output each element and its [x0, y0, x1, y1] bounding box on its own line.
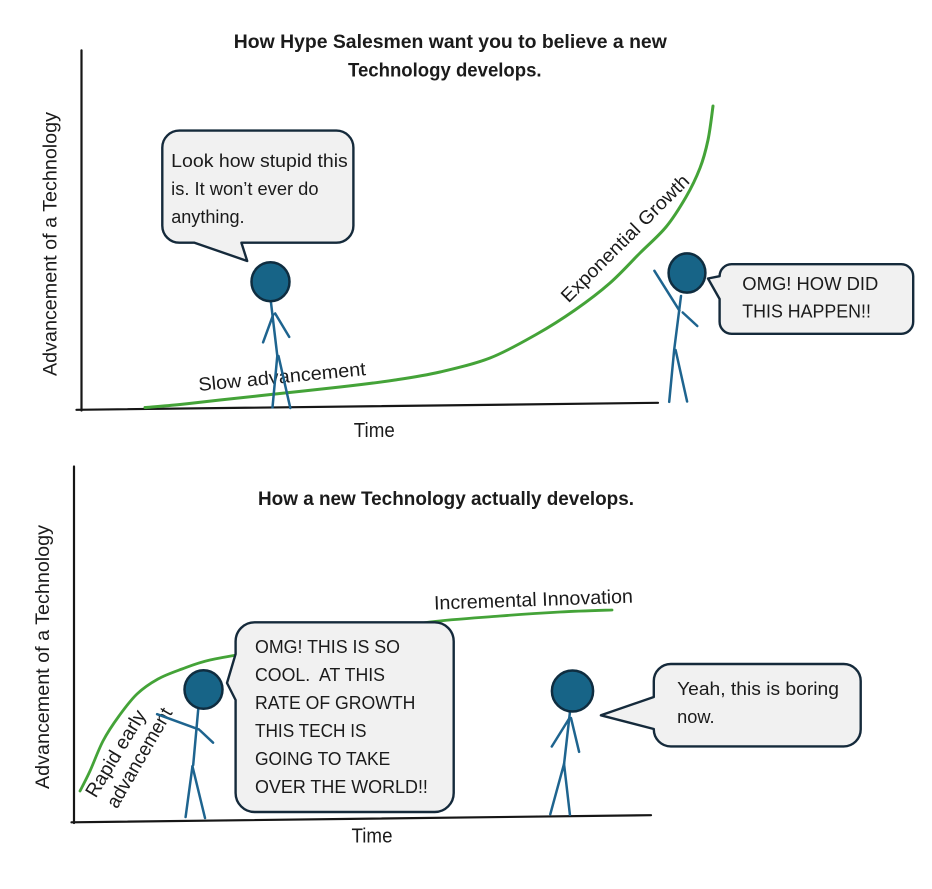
- svg-text:How a new Technology actually: How a new Technology actually develops.: [258, 489, 634, 510]
- svg-text:How Hype Salesmen want you to: How Hype Salesmen want you to believe a …: [234, 32, 667, 53]
- svg-text:Advancement of a Technology: Advancement of a Technology: [40, 112, 62, 376]
- svg-text:COOL. AT THIS: COOL. AT THIS: [255, 665, 385, 685]
- svg-text:OMG! HOW DID: OMG! HOW DID: [742, 274, 878, 294]
- svg-text:THIS HAPPEN!!: THIS HAPPEN!!: [742, 302, 871, 322]
- svg-text:THIS TECH IS: THIS TECH IS: [255, 721, 367, 741]
- svg-text:Look how stupid this: Look how stupid this: [171, 151, 348, 171]
- svg-text:Time: Time: [352, 826, 393, 848]
- svg-text:is. It won’t ever do: is. It won’t ever do: [171, 179, 318, 199]
- svg-text:Advancement of a Technology: Advancement of a Technology: [32, 525, 54, 789]
- svg-text:Time: Time: [354, 420, 395, 442]
- svg-text:OVER THE WORLD!!: OVER THE WORLD!!: [255, 777, 428, 797]
- svg-text:RATE OF GROWTH: RATE OF GROWTH: [255, 693, 415, 713]
- svg-text:now.: now.: [677, 707, 714, 727]
- svg-text:OMG! THIS IS SO: OMG! THIS IS SO: [255, 637, 400, 657]
- svg-text:anything.: anything.: [171, 207, 244, 227]
- svg-text:Technology develops.: Technology develops.: [348, 61, 542, 82]
- svg-text:GOING TO TAKE: GOING TO TAKE: [255, 749, 390, 769]
- svg-text:Yeah, this is boring: Yeah, this is boring: [677, 679, 839, 699]
